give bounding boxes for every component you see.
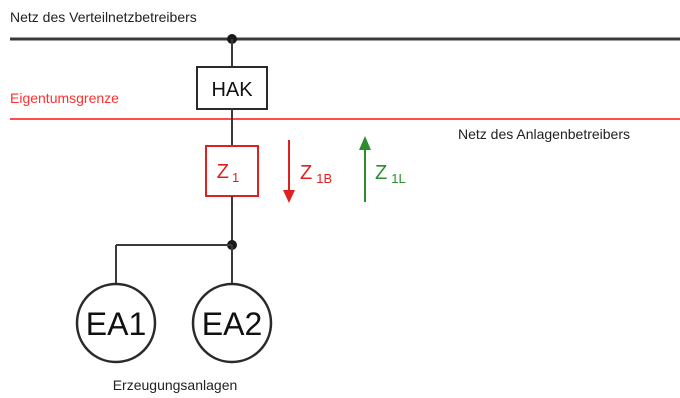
ownership-boundary-label: Eigentumsgrenze <box>10 90 119 106</box>
up-arrow-subscript: 1L <box>391 171 405 186</box>
down-arrow-head <box>283 190 295 203</box>
ea1-label: EA1 <box>86 306 146 342</box>
down-arrow-symbol: Z <box>300 162 312 184</box>
generation-units-label: Erzeugungsanlagen <box>113 377 238 393</box>
hak-box <box>196 66 268 110</box>
up-arrow-label: Z 1L <box>375 162 406 186</box>
impedance-subscript: 1 <box>232 170 239 185</box>
impedance-box <box>205 145 259 197</box>
up-arrow-symbol: Z <box>375 162 387 184</box>
ea2-circle <box>191 282 273 364</box>
plant-network-label: Netz des Anlagenbetreibers <box>458 126 630 142</box>
down-arrow-subscript: 1B <box>316 171 332 186</box>
up-arrow-head <box>359 136 371 150</box>
distribution-network-label: Netz des Verteilnetzbetreibers <box>10 9 197 25</box>
impedance-symbol: Z <box>217 161 229 183</box>
down-arrow-label: Z 1B <box>300 162 332 186</box>
ea2-label: EA2 <box>202 306 262 342</box>
hak-label: HAK <box>211 79 253 101</box>
ea1-circle <box>75 282 157 364</box>
